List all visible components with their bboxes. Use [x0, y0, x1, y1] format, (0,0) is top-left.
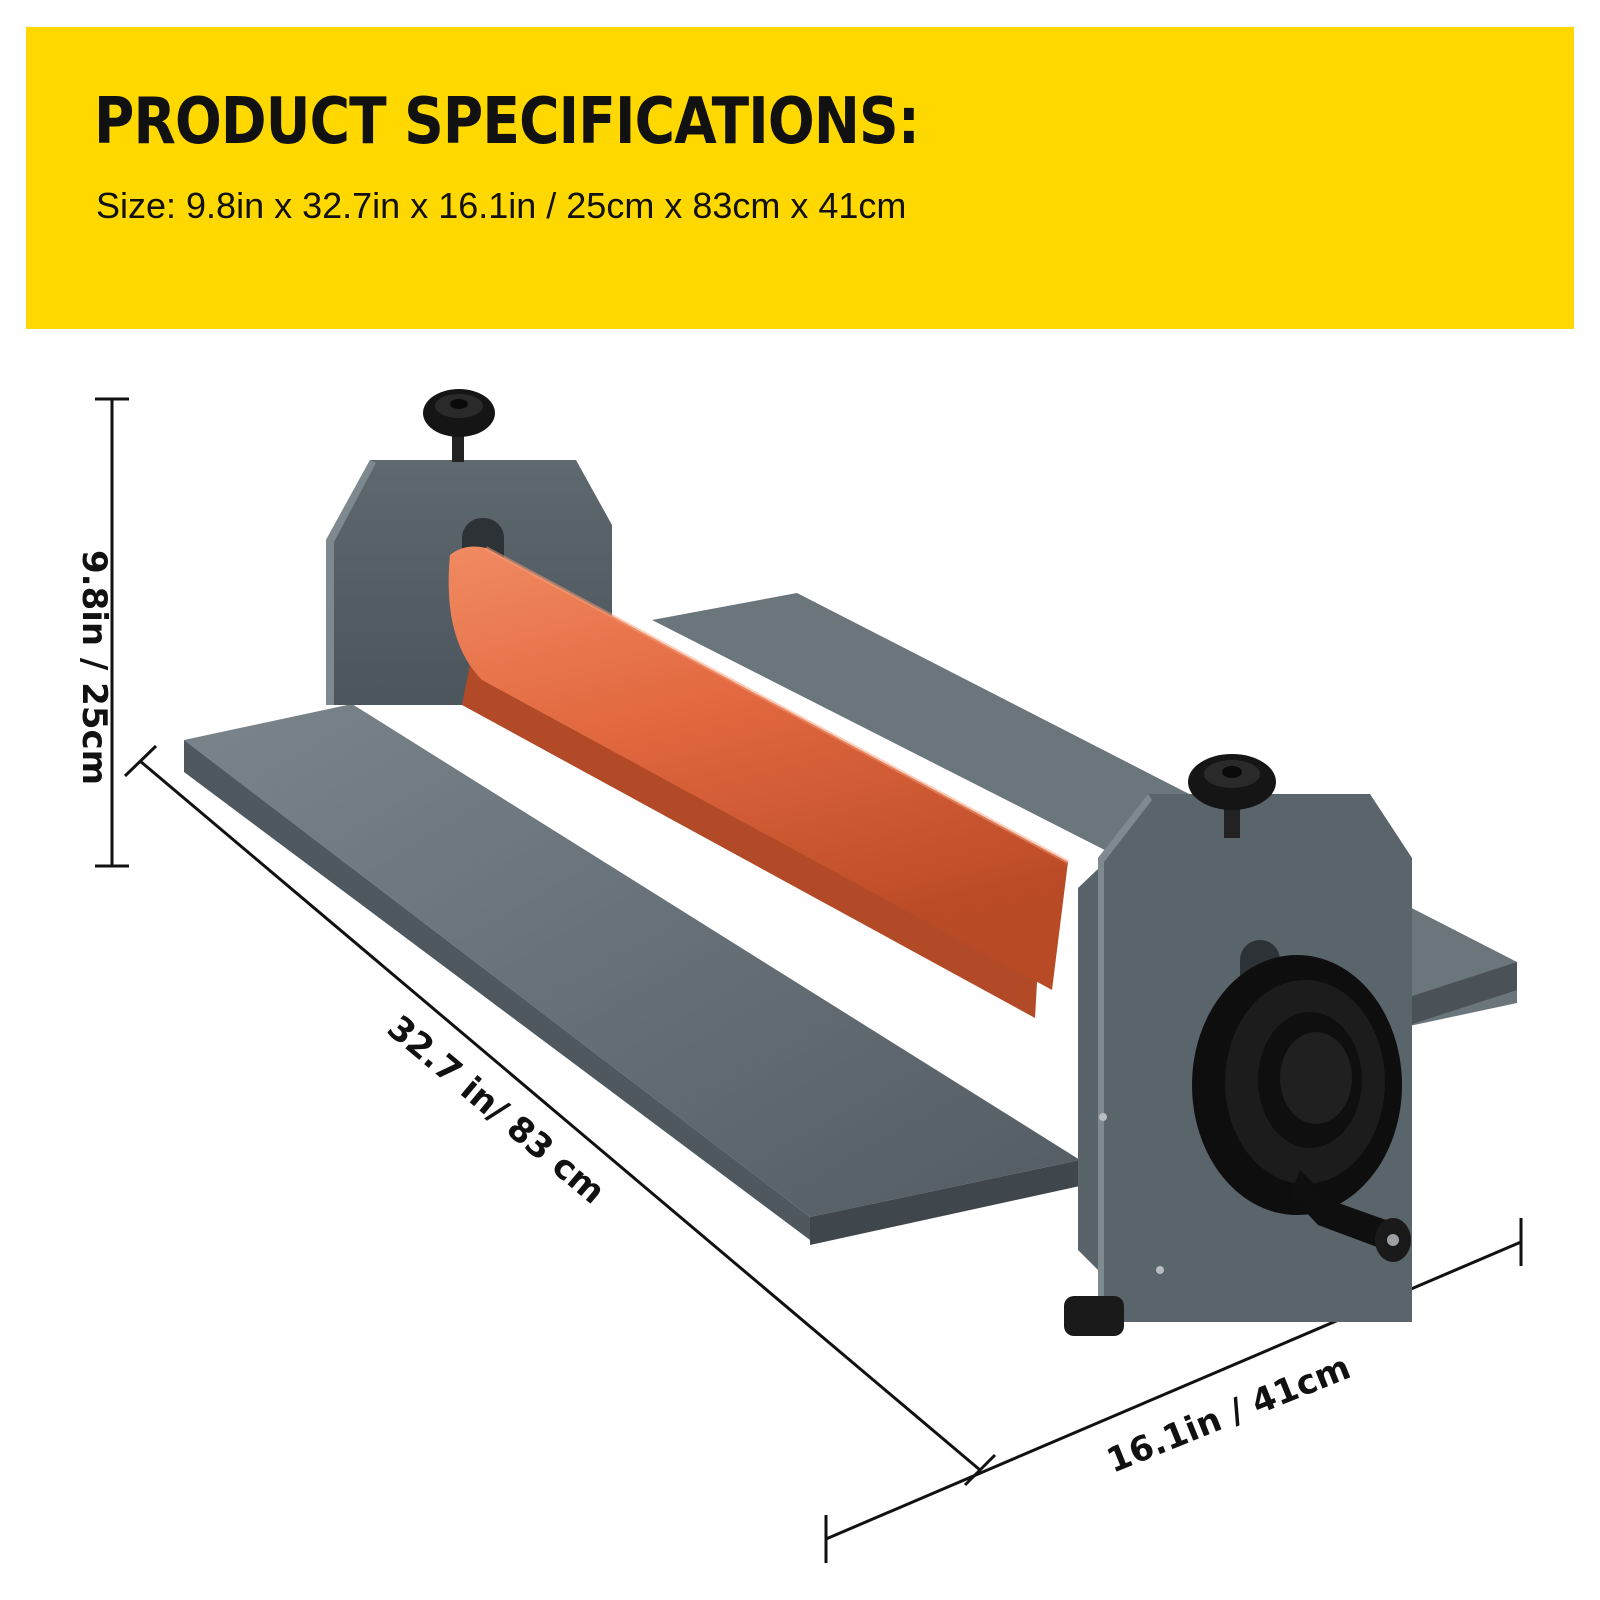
length-dimension-line	[139, 759, 981, 1472]
crank-handle-icon	[1290, 1170, 1411, 1262]
size-spec-text: Size: 9.8in x 32.7in x 16.1in / 25cm x 8…	[96, 185, 907, 226]
support-feet	[1064, 1296, 1124, 1336]
lower-roller	[462, 665, 1040, 1018]
height-dimension-label: 9.8in / 25cm	[74, 550, 114, 786]
crank-wheel-icon	[1192, 955, 1402, 1215]
spec-banner: PRODUCT SPECIFICATIONS: Size: 9.8in x 32…	[26, 27, 1574, 329]
page-title: PRODUCT SPECIFICATIONS:	[94, 85, 920, 159]
left-adjust-knob	[423, 389, 495, 437]
right-adjust-knob	[1188, 754, 1276, 810]
upper-roller	[448, 546, 1069, 990]
dimension-lines	[95, 397, 1523, 1563]
